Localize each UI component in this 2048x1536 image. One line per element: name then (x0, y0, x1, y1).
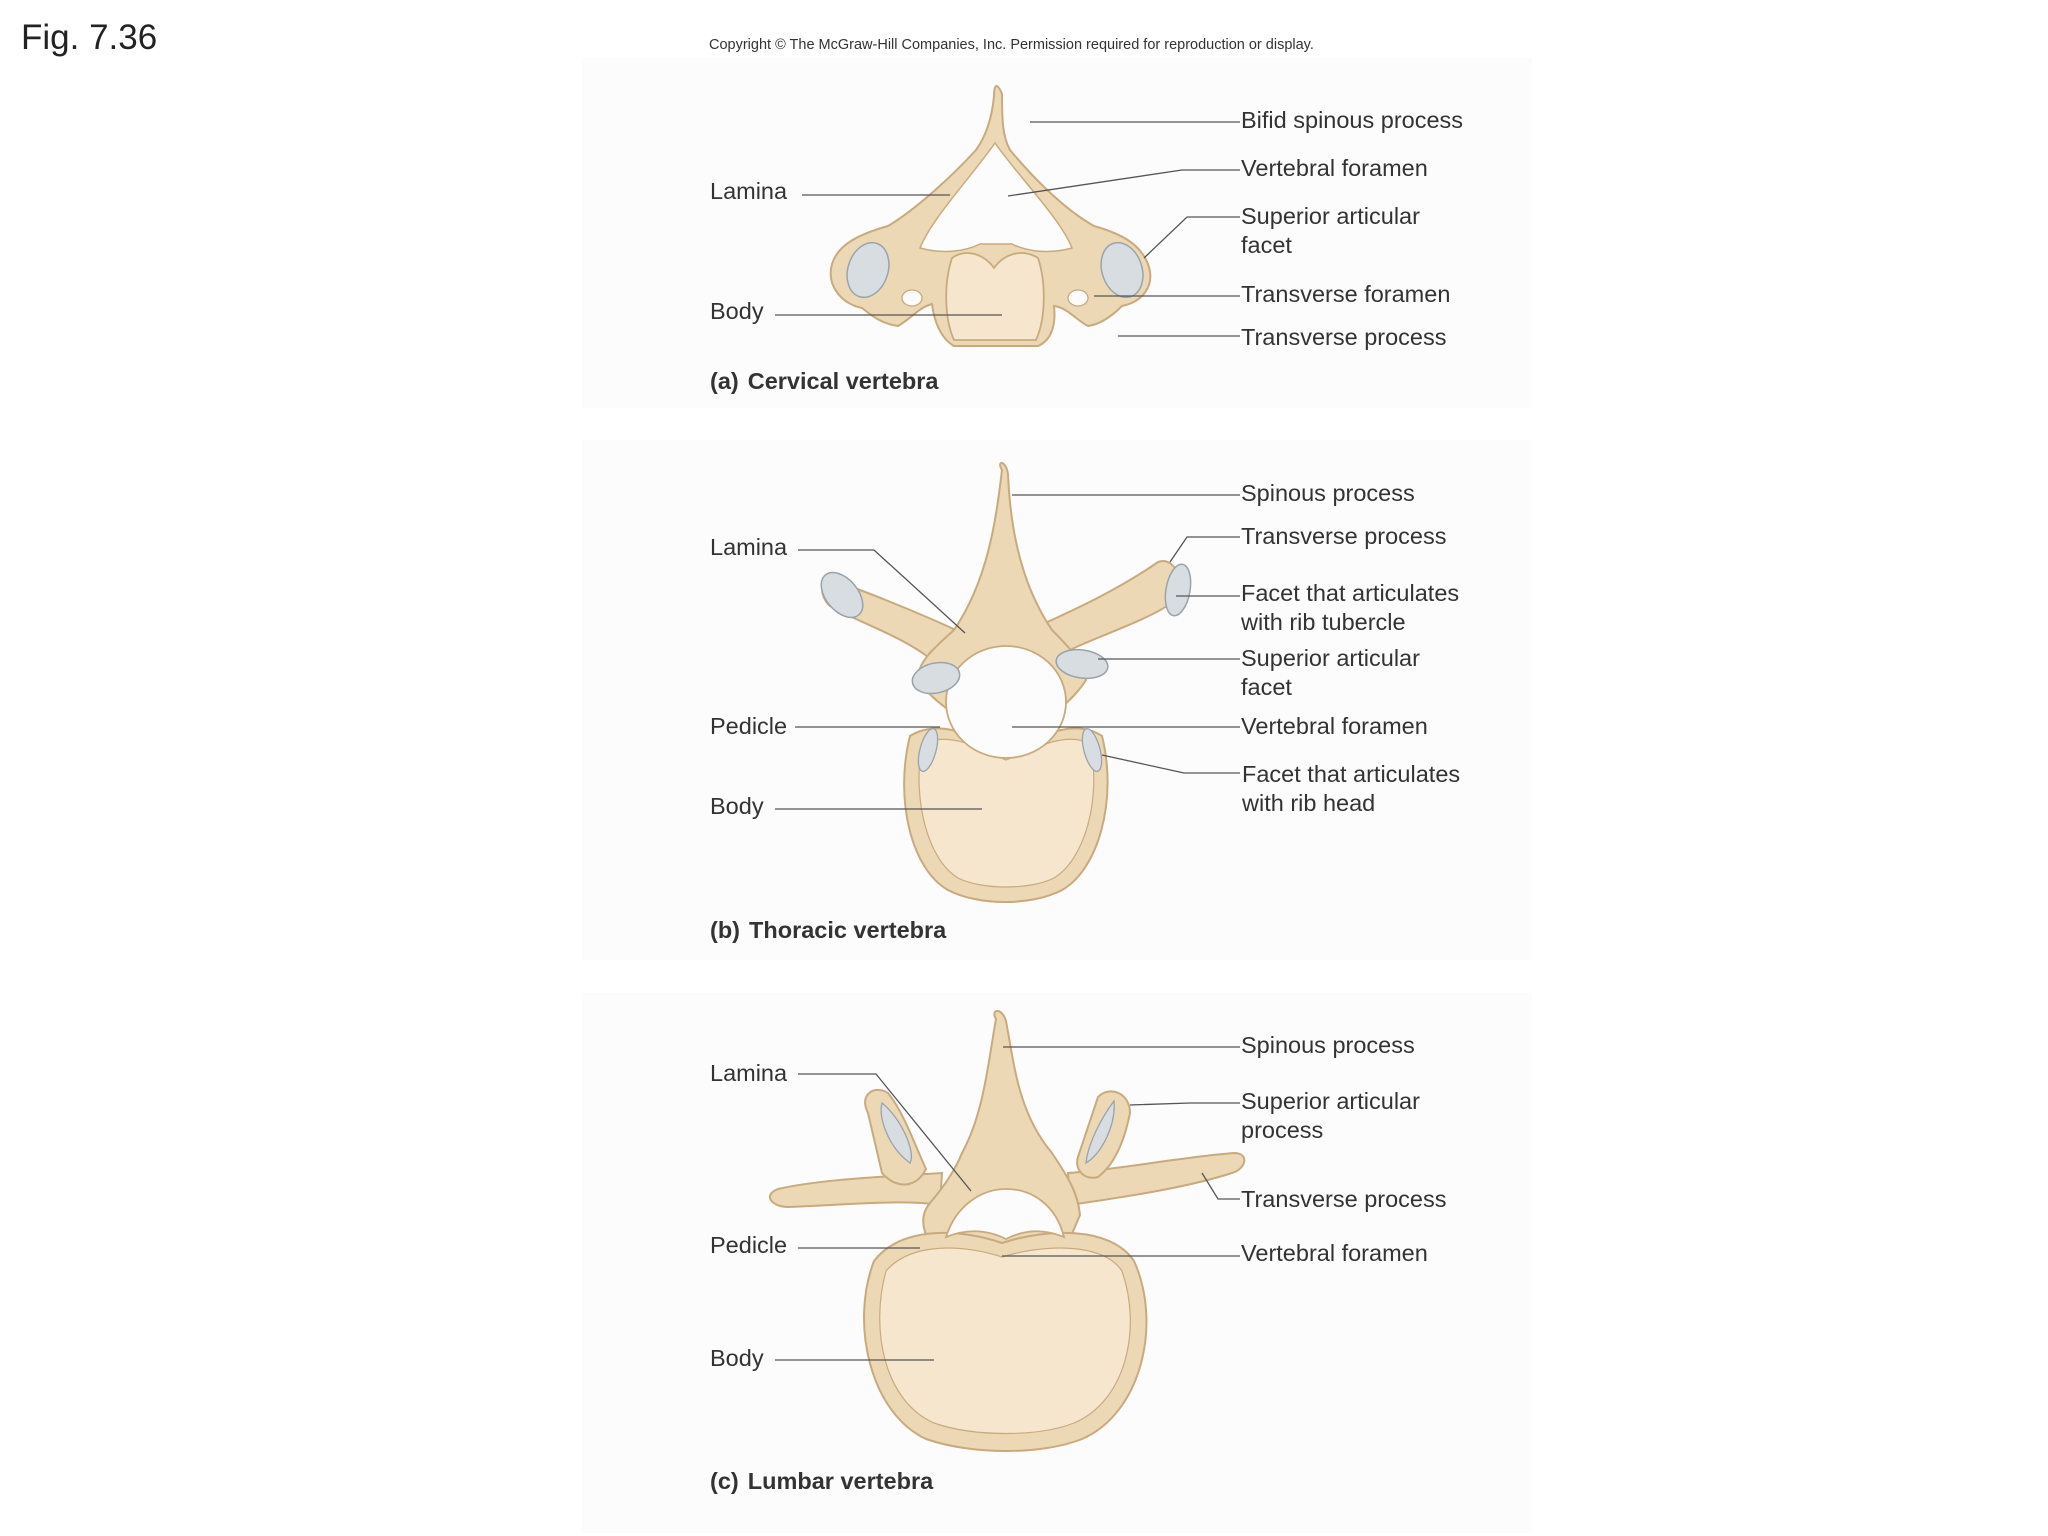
label-vertebral-foramen: Vertebral foramen (1241, 155, 1428, 181)
label-transverse-process: Transverse process (1241, 1186, 1447, 1212)
caption-cervical: (a)Cervical vertebra (710, 368, 939, 394)
label-rib-head-facet: Facet that articulates with rib head (1242, 761, 1461, 816)
label-lamina: Lamina (710, 178, 788, 204)
label-body: Body (710, 793, 764, 819)
panel-cervical-vertebra: Lamina Body Bifid spinous process Verteb… (582, 58, 1532, 408)
thoracic-vertebra-illustration (775, 462, 1240, 903)
label-transverse-process: Transverse process (1241, 324, 1447, 350)
label-spinous-process: Spinous process (1241, 480, 1415, 506)
label-transverse-process: Transverse process (1241, 523, 1447, 549)
cervical-vertebra-illustration (775, 85, 1240, 347)
label-pedicle: Pedicle (710, 713, 788, 739)
label-rib-tubercle-facet: Facet that articulates with rib tubercle (1241, 580, 1460, 635)
label-body: Body (710, 298, 764, 324)
label-lamina: Lamina (710, 1060, 788, 1086)
label-superior-articular-process: Superior articular process (1241, 1088, 1420, 1143)
panel-lumbar-vertebra: Lamina Pedicle Body Spinous process Supe… (582, 993, 1532, 1533)
label-superior-articular-facet: Superior articular facet (1241, 203, 1420, 258)
caption-thoracic: (b)Thoracic vertebra (710, 917, 947, 943)
label-body: Body (710, 1345, 764, 1371)
label-transverse-foramen: Transverse foramen (1241, 281, 1451, 307)
caption-lumbar: (c)Lumbar vertebra (710, 1468, 934, 1494)
label-pedicle: Pedicle (710, 1232, 788, 1258)
panel-thoracic-vertebra: Lamina Pedicle Body Spinous process Tran… (582, 440, 1532, 960)
label-superior-articular-facet: Superior articular facet (1241, 645, 1420, 700)
label-vertebral-foramen: Vertebral foramen (1241, 1240, 1428, 1266)
copyright-notice: Copyright © The McGraw-Hill Companies, I… (709, 37, 1314, 53)
label-bifid-spinous-process: Bifid spinous process (1241, 107, 1464, 133)
label-spinous-process: Spinous process (1241, 1032, 1415, 1058)
label-vertebral-foramen: Vertebral foramen (1241, 713, 1428, 739)
label-lamina: Lamina (710, 534, 788, 560)
lumbar-vertebra-illustration (768, 1010, 1246, 1452)
figure-number: Fig. 7.36 (21, 18, 158, 57)
